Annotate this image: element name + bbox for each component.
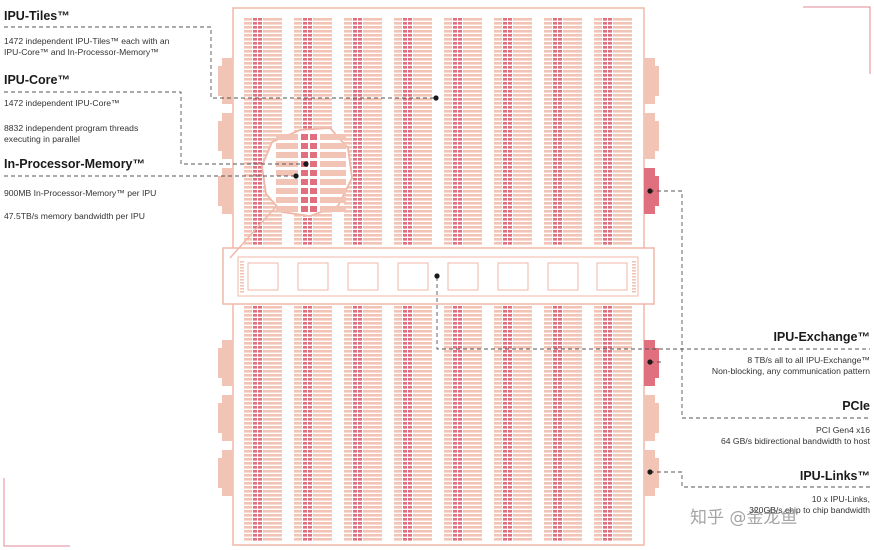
ipu-core-desc-2: 8832 independent program threads executi… — [4, 123, 174, 145]
tile-array-bottom — [244, 306, 632, 541]
ipu-core-title: IPU-Core™ — [4, 73, 70, 87]
exchange-block-1 — [247, 262, 279, 291]
ipu-core-line-1: 1472 independent IPU-Core™ — [4, 98, 120, 108]
right-pad-2 — [644, 113, 655, 159]
ipu-tiles-line-2: IPU-Core™ and In-Processor-Memory™ — [4, 47, 159, 57]
bottom-column-2 — [294, 306, 332, 541]
ipu-core-line-2: 8832 independent program threads — [4, 123, 139, 133]
watermark: 知乎 @金龙鱼 — [690, 508, 798, 528]
left-pad-1 — [222, 58, 233, 104]
exchange-block-5 — [447, 262, 479, 291]
ipu-links-line-2: 320GB/s chip to chip bandwidth — [749, 505, 870, 515]
exchange-block-3 — [347, 262, 379, 291]
dot-exchange — [434, 273, 440, 279]
ipu-tiles-line-1: 1472 independent IPU-Tiles™ each with an — [4, 36, 170, 46]
magnifier — [229, 127, 353, 259]
bottom-column-3 — [344, 306, 382, 541]
ipu-exchange-desc: 8 TB/s all to all IPU-Exchange™ Non-bloc… — [630, 355, 870, 377]
bottom-column-7 — [544, 306, 582, 541]
dot-exchange-pad — [647, 359, 653, 365]
top-column-5 — [444, 18, 482, 245]
memory-line-2: 47.5TB/s memory bandwidth per IPU — [4, 211, 145, 221]
left-pad-4 — [222, 340, 233, 386]
bottom-column-6 — [494, 306, 532, 541]
dot-pcie — [647, 188, 653, 194]
in-processor-memory-title: In-Processor-Memory™ — [4, 157, 146, 171]
pcie-desc: PCI Gen4 x16 64 GB/s bidirectional bandw… — [630, 425, 870, 447]
leader-exchange — [436, 277, 870, 350]
corner-accent-top-right — [803, 6, 871, 74]
left-pad-2 — [222, 113, 233, 159]
top-column-8 — [594, 18, 632, 245]
dot-tiles — [433, 95, 439, 101]
bottom-column-5 — [444, 306, 482, 541]
bottom-column-1 — [244, 306, 282, 541]
ipu-tiles-desc: 1472 independent IPU-Tiles™ each with an… — [4, 36, 194, 58]
ipu-links-title: IPU-Links™ — [799, 469, 870, 483]
ipu-links-line-1: 10 x IPU-Links, — [811, 494, 870, 504]
leader-core — [4, 91, 306, 165]
pcie-line-2: 64 GB/s bidirectional bandwidth to host — [720, 436, 870, 446]
left-pad-5 — [222, 395, 233, 441]
ipu-exchange-line-2: Non-blocking, any communication pattern — [711, 366, 870, 376]
pcie-title: PCIe — [842, 399, 870, 413]
top-column-3 — [344, 18, 382, 245]
top-column-6 — [494, 18, 532, 245]
right-pad-1 — [644, 58, 655, 104]
dot-links — [647, 469, 653, 475]
ipu-core-line-3: executing in parallel — [4, 134, 80, 144]
exchange-block-7 — [547, 262, 579, 291]
bottom-column-4 — [394, 306, 432, 541]
exchange-block-2 — [297, 262, 329, 291]
leader-lines — [4, 26, 870, 488]
leader-dots — [293, 95, 653, 475]
exchange-block-8 — [596, 262, 628, 291]
leader-links — [650, 471, 870, 488]
corner-accent-bottom-left — [3, 478, 70, 547]
ipu-exchange-line-1: 8 TB/s all to all IPU-Exchange™ — [747, 355, 870, 365]
memory-line-1: 900MB In-Processor-Memory™ per IPU — [4, 188, 157, 198]
leader-pcie — [650, 190, 870, 419]
ipu-links-desc: 10 x IPU-Links, 320GB/s chip to chip ban… — [670, 494, 870, 516]
dot-memory — [293, 173, 299, 179]
exchange-block-6 — [497, 262, 529, 291]
exchange-block-4 — [397, 262, 429, 291]
top-column-4 — [394, 18, 432, 245]
ipu-tiles-title: IPU-Tiles™ — [4, 9, 70, 23]
top-column-7 — [544, 18, 582, 245]
left-pad-6 — [222, 450, 233, 496]
pcie-line-1: PCI Gen4 x16 — [816, 425, 870, 435]
ipu-exchange-title: IPU-Exchange™ — [773, 330, 870, 344]
right-pad-5 — [644, 395, 655, 441]
bottom-column-8 — [594, 306, 632, 541]
left-pad-3 — [222, 168, 233, 214]
dot-core — [303, 161, 309, 167]
